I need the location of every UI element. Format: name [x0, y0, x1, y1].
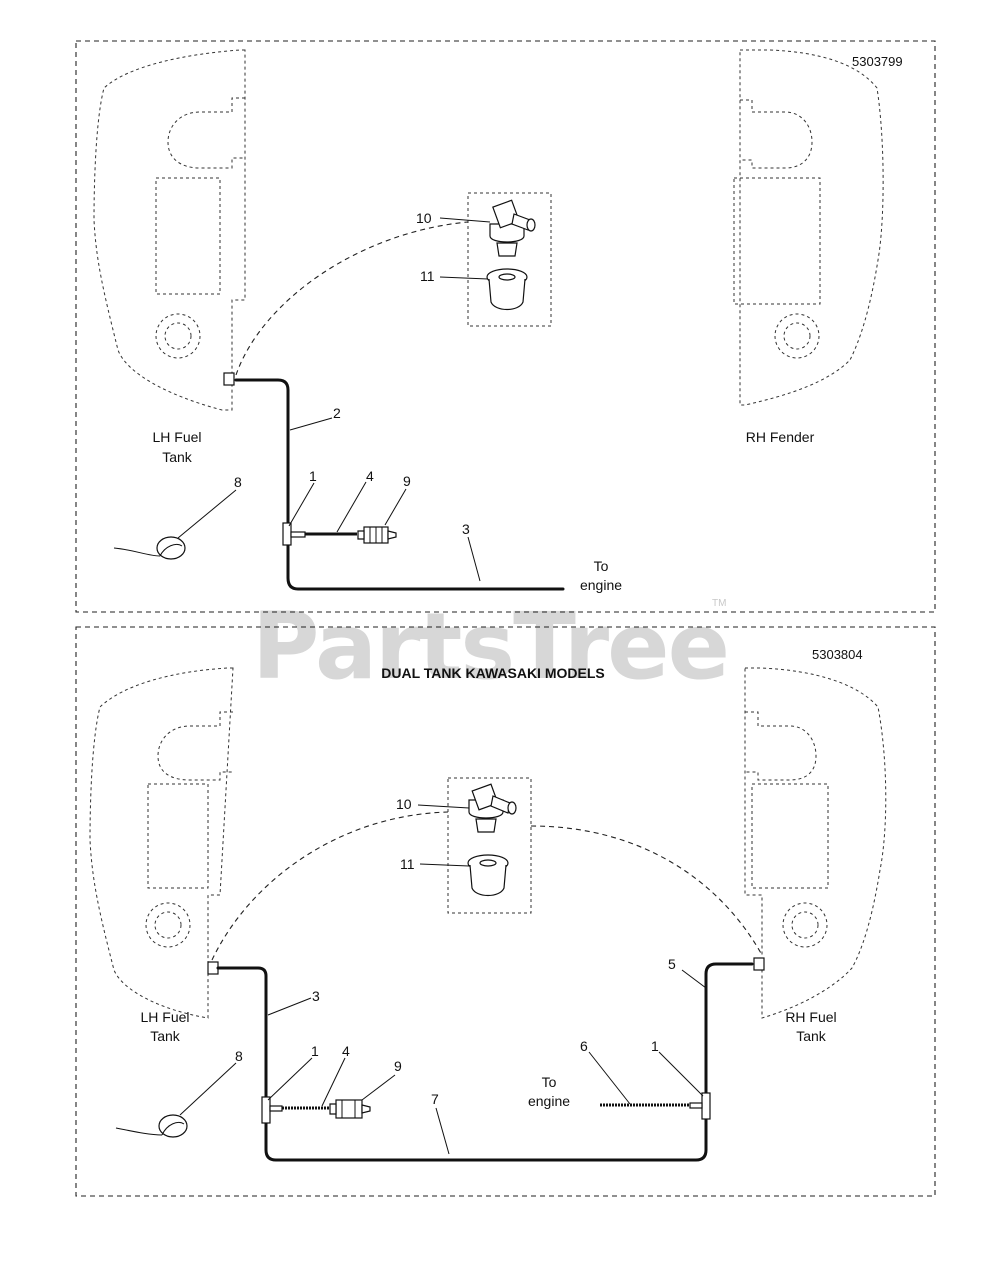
callout-11-top: 11 — [420, 268, 435, 284]
lh-fuel-tank-label-bottom-1: LH Fuel — [140, 1009, 189, 1025]
diagram-panel-bottom: 5303804 DUAL TANK KAWASAKI MODELS — [75, 626, 936, 1197]
callout-11-bottom: 11 — [400, 856, 415, 872]
panel-bottom-border — [75, 626, 936, 1197]
rh-fender-label: RH Fender — [746, 429, 815, 445]
grommet-top — [486, 268, 528, 311]
rh-fender-recess — [733, 177, 821, 305]
parts-tree-watermark: PartsTree — [252, 593, 728, 700]
rh-fender-circle — [774, 313, 820, 359]
callout-1-right-bottom: 1 — [651, 1038, 659, 1054]
rh-fuel-tank-label-bottom-1: RH Fuel — [785, 1009, 836, 1025]
rh-tank-cap-ring-bottom — [782, 902, 828, 948]
hose-clamp-top — [113, 536, 186, 560]
fuel-filter-bottom — [329, 1099, 371, 1119]
lh-tank-recess-bottom — [147, 783, 209, 889]
fuel-hose-top — [234, 378, 565, 591]
callout-6-bottom: 6 — [580, 1038, 588, 1054]
callout-9-top: 9 — [403, 473, 411, 489]
callout-8-top: 8 — [234, 474, 242, 490]
to-engine-label-top-1: To — [594, 558, 609, 574]
lh-fuel-tank-label-top-2: Tank — [162, 449, 193, 465]
callout-4-bottom: 4 — [342, 1043, 350, 1059]
callout-2-top: 2 — [333, 405, 341, 421]
vent-route-bottom-right — [530, 825, 763, 956]
callout-8-bottom: 8 — [235, 1048, 243, 1064]
callout-1-top: 1 — [309, 468, 317, 484]
lh-fuel-tank-outline — [93, 49, 246, 411]
hose-clamp-bottom — [115, 1114, 188, 1138]
callout-9-bottom: 9 — [394, 1058, 402, 1074]
tank-outlet-fitting-top — [223, 372, 235, 386]
fuel-hose-loop-bottom — [216, 962, 754, 1162]
to-engine-label-bottom-2: engine — [528, 1093, 570, 1109]
rh-tank-outlet-fitting-bottom — [753, 957, 765, 971]
grommet-bottom — [467, 854, 509, 897]
rh-tank-recess-bottom — [751, 783, 829, 889]
rh-fuel-tank-outline-bottom — [744, 667, 887, 1019]
lh-tank-recess — [155, 177, 221, 295]
callout-3-top: 3 — [462, 521, 470, 537]
fuel-filter-top — [357, 526, 397, 544]
vent-route-top — [235, 221, 469, 376]
callout-10-top: 10 — [416, 210, 432, 226]
tee-fitting-left-bottom — [261, 1096, 283, 1124]
callout-3-bottom: 3 — [312, 988, 320, 1004]
tee-fitting-right-bottom — [689, 1092, 711, 1120]
watermark-trademark: TM — [712, 598, 726, 609]
rh-fender-outline — [733, 49, 884, 406]
rh-fuel-tank-label-bottom-2: Tank — [796, 1028, 827, 1044]
lh-fuel-tank-label-top-1: LH Fuel — [152, 429, 201, 445]
to-engine-label-top-2: engine — [580, 577, 622, 593]
fuel-valve-top — [489, 199, 536, 257]
lh-fuel-tank-outline-bottom — [89, 667, 234, 1019]
panel-top-border — [75, 40, 936, 613]
vent-route-bottom-left — [211, 811, 449, 961]
dual-tank-title: DUAL TANK KAWASAKI MODELS — [381, 665, 604, 681]
part-number-bottom: 5303804 — [812, 647, 863, 662]
part-number-top: 5303799 — [852, 54, 903, 69]
callout-1-left-bottom: 1 — [311, 1043, 319, 1059]
callout-leaders-bottom — [179, 804, 707, 1155]
callout-leaders-top — [177, 217, 491, 582]
valve-detail-box-bottom — [447, 777, 532, 914]
diagram-panel-top: 5303799 — [75, 40, 936, 613]
to-engine-label-bottom-1: To — [542, 1074, 557, 1090]
callout-4-top: 4 — [366, 468, 374, 484]
lh-tank-cap-ring-bottom — [145, 902, 191, 948]
callout-10-bottom: 10 — [396, 796, 412, 812]
lh-fuel-tank-label-bottom-2: Tank — [150, 1028, 181, 1044]
callout-7-bottom: 7 — [431, 1091, 439, 1107]
callout-5-bottom: 5 — [668, 956, 676, 972]
tee-fitting-top — [282, 522, 306, 546]
fuel-valve-bottom — [468, 783, 517, 833]
lh-tank-cap-ring — [155, 313, 201, 359]
